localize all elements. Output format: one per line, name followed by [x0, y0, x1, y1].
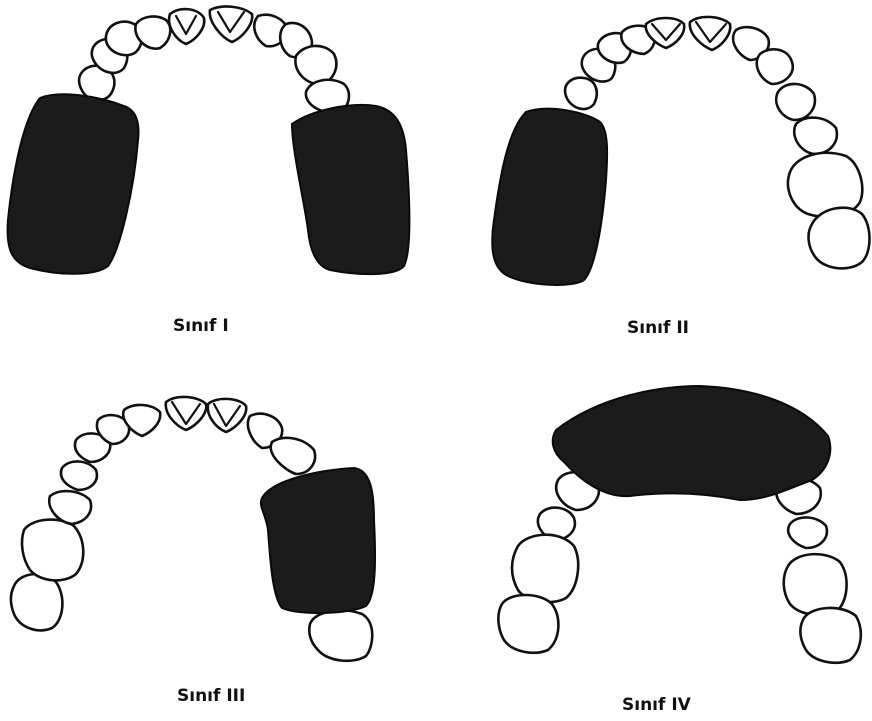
- panel-class-2: Sınıf II: [492, 17, 869, 338]
- dental-arch-class-2: [565, 17, 869, 268]
- edentulous-area-right: [261, 468, 375, 613]
- tooth: [809, 208, 870, 269]
- edentulous-area-anterior: [553, 386, 831, 500]
- panel-class-4: Sınıf IV: [498, 386, 860, 715]
- tooth: [757, 49, 793, 84]
- tooth: [11, 574, 62, 630]
- panel-class-1: Sınıf I: [8, 7, 410, 336]
- tooth: [498, 595, 558, 653]
- edentulous-area-right: [292, 105, 410, 274]
- tooth: [512, 535, 578, 602]
- tooth: [565, 78, 597, 109]
- tooth: [776, 84, 815, 120]
- panel-label-class-4: Sınıf IV: [622, 695, 692, 715]
- edentulous-area-left: [492, 109, 607, 285]
- tooth: [800, 608, 860, 663]
- panel-label-class-2: Sınıf II: [627, 318, 689, 338]
- tooth: [169, 9, 204, 44]
- tooth: [295, 46, 336, 84]
- dental-arch-class-4: [498, 472, 860, 663]
- tooth: [22, 520, 83, 581]
- tooth: [61, 461, 97, 490]
- edentulous-area-left: [8, 94, 139, 273]
- panel-label-class-1: Sınıf I: [173, 316, 229, 336]
- tooth: [794, 118, 837, 154]
- panel-label-class-3: Sınıf III: [177, 686, 245, 706]
- tooth: [788, 517, 827, 548]
- tooth: [784, 554, 847, 615]
- tooth: [271, 438, 315, 474]
- dental-arch-class-1: [79, 7, 349, 113]
- tooth: [309, 610, 372, 660]
- tooth: [210, 7, 252, 42]
- panel-class-3: Sınıf III: [11, 397, 375, 706]
